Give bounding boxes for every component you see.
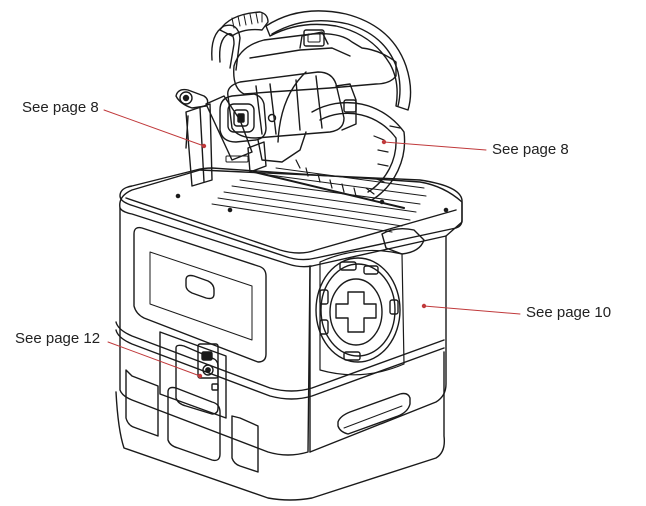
callout-label-side-wheel: See page 10 (526, 304, 612, 321)
blade-guard (211, 10, 412, 111)
callout-label-blade: See page 8 (492, 141, 569, 158)
callout-label-front-switch: See page 12 (15, 330, 101, 347)
leader-dots (197, 139, 427, 379)
leader-line-side-wheel (423, 305, 521, 315)
leader-line-blade-guard (103, 109, 205, 147)
table-slots (211, 167, 427, 233)
front-switch (197, 343, 219, 391)
leader-line-front-switch (107, 341, 201, 377)
cabinet-base (115, 169, 463, 501)
motor-housing (219, 29, 397, 163)
leader-line-blade (383, 141, 487, 151)
callout-label-blade-guard: See page 8 (22, 99, 99, 116)
saw-blade (277, 71, 406, 201)
table-top (119, 167, 463, 261)
leader-lines (103, 109, 521, 377)
pivot-post (175, 88, 267, 187)
side-wheel (315, 249, 405, 376)
